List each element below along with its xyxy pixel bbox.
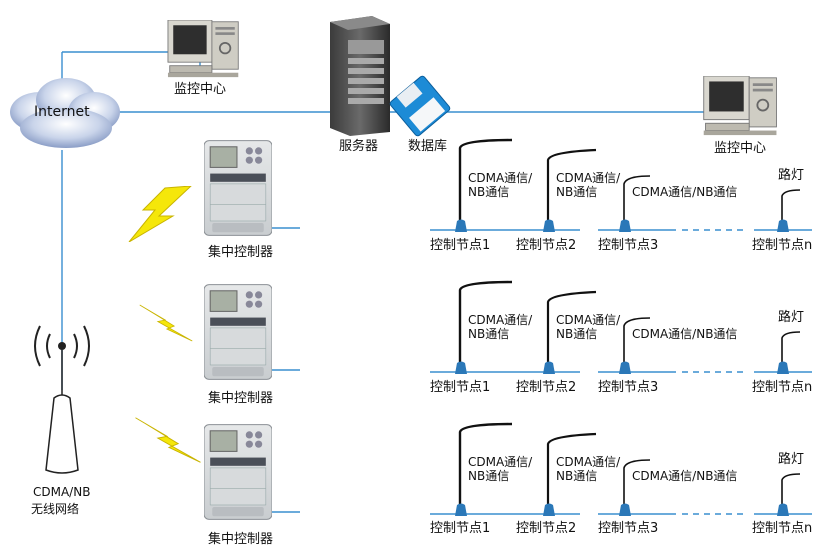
comm-label: CDMA通信/: [556, 313, 621, 327]
node-label: 控制节点n: [752, 380, 813, 395]
concentrator-label: 集中控制器: [208, 391, 274, 406]
streetlight-label: 路灯: [778, 168, 805, 183]
node-label: 控制节点3: [598, 380, 659, 395]
concentrator-icon-2: [204, 284, 272, 380]
monitor-center-2-computer-icon: [702, 76, 778, 136]
comm-label: CDMA通信/: [468, 455, 533, 469]
comm-label: NB通信: [468, 469, 510, 483]
node-base-icon: [619, 219, 631, 232]
wireless-signal-bolt-icon-2: [139, 304, 193, 342]
short-pole-icon: [781, 189, 801, 226]
comm-label: CDMA通信/NB通信: [632, 185, 738, 199]
comm-label: NB通信: [556, 327, 598, 341]
wireless-tower-icon: [34, 325, 90, 474]
concentrator-icon-3: [204, 424, 272, 520]
node-label: 控制节点1: [430, 238, 491, 253]
comm-label: NB通信: [556, 469, 598, 483]
server-icon: [330, 16, 390, 136]
short-pole-icon: [623, 175, 651, 226]
concentrator-label: 集中控制器: [208, 245, 274, 260]
node-base-icon: [455, 219, 467, 232]
comm-label: CDMA通信/NB通信: [632, 327, 738, 341]
database-icon: [389, 75, 451, 137]
comm-label: CDMA通信/: [468, 171, 533, 185]
node-label: 控制节点2: [516, 238, 577, 253]
concentrator-label: 集中控制器: [208, 532, 274, 547]
concentrator-icon-1: [204, 140, 272, 236]
monitor-center-computer-icon: [166, 20, 240, 78]
node-label: 控制节点1: [430, 521, 491, 536]
node-label: 控制节点n: [752, 521, 813, 536]
wireless-signal-bolt-icon-3: [134, 417, 202, 463]
monitor-center-2-label: 监控中心: [714, 141, 767, 156]
monitor-center-label: 监控中心: [174, 82, 227, 97]
server-label: 服务器: [339, 139, 379, 154]
tall-pole-icon: [458, 138, 513, 226]
comm-label: CDMA通信/: [556, 455, 621, 469]
node-label: 控制节点1: [430, 380, 491, 395]
streetlight-label: 路灯: [778, 452, 805, 467]
node-label: 控制节点2: [516, 380, 577, 395]
wireless-signal-bolt-icon-1: [128, 186, 192, 242]
database-label: 数据库: [408, 139, 448, 154]
node-label: 控制节点2: [516, 521, 577, 536]
node-label: 控制节点3: [598, 521, 659, 536]
wireless-network-label-line1: CDMA/NB: [33, 485, 91, 499]
node-base-icon: [543, 219, 555, 232]
node-base-icon: [777, 219, 789, 232]
internet-label: Internet: [34, 104, 90, 120]
comm-label: CDMA通信/: [556, 171, 621, 185]
streetlight-rows: [430, 138, 812, 516]
streetlight-row-1: [430, 138, 812, 232]
comm-label: CDMA通信/NB通信: [632, 469, 738, 483]
streetlight-label: 路灯: [778, 310, 805, 325]
comm-label: CDMA通信/: [468, 313, 533, 327]
comm-label: NB通信: [468, 327, 510, 341]
comm-label: NB通信: [556, 185, 598, 199]
internet-cloud-icon: [10, 78, 120, 148]
node-label: 控制节点n: [752, 238, 813, 253]
node-label: 控制节点3: [598, 238, 659, 253]
wireless-network-label-line2: 无线网络: [31, 502, 80, 516]
comm-label: NB通信: [468, 185, 510, 199]
tall-pole-icon: [546, 148, 597, 226]
